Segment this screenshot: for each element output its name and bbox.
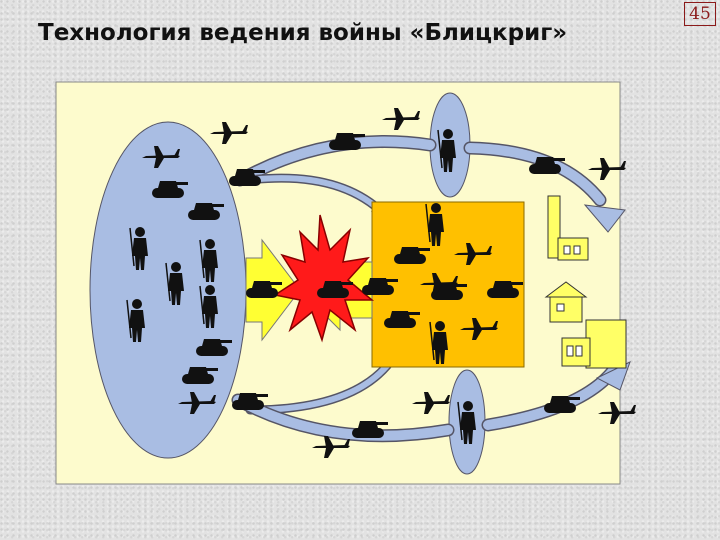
slide-number: 45 xyxy=(684,2,716,26)
slide-title: Технология ведения войны «Блицкриг» xyxy=(38,20,568,46)
house-icon xyxy=(544,281,588,323)
curved-arrows xyxy=(231,135,619,443)
factory-icon xyxy=(547,195,589,261)
explosion-icon xyxy=(273,214,375,343)
own-forces-ellipse xyxy=(89,121,247,459)
arrowhead-bottom-right xyxy=(595,361,631,391)
arrowhead-top-right xyxy=(583,204,626,233)
factory-icon xyxy=(561,319,627,369)
